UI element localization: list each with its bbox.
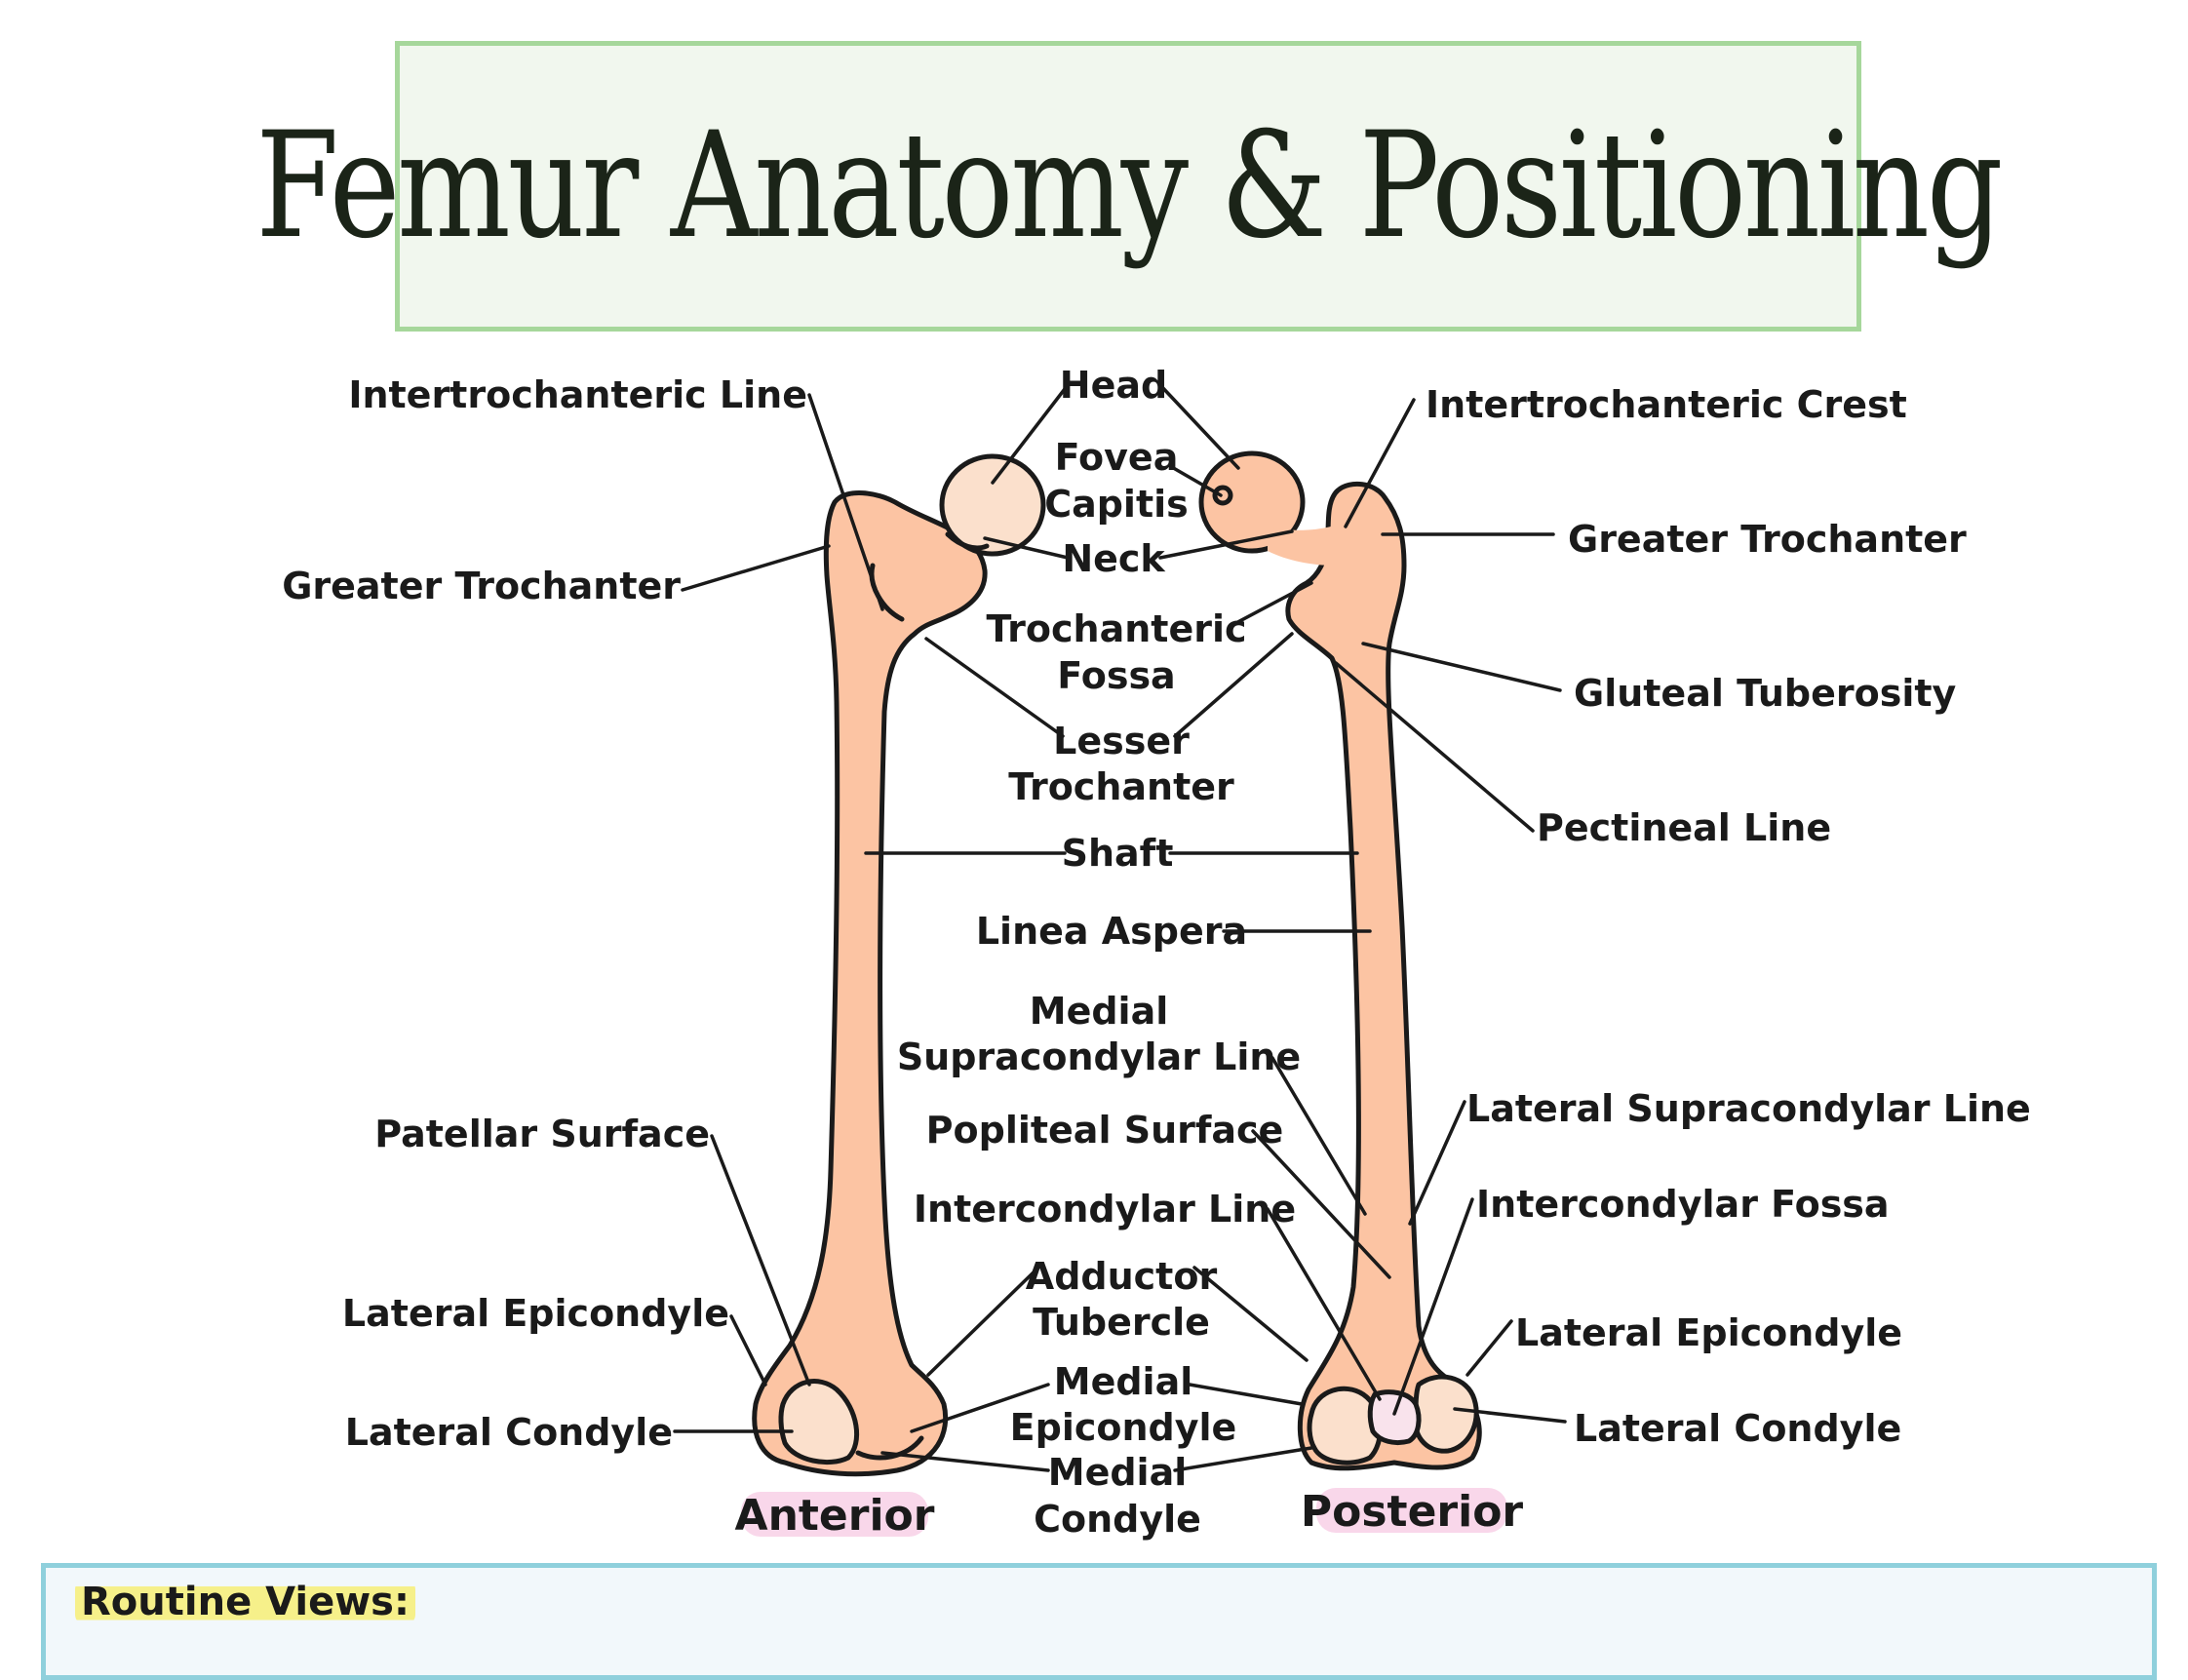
label-adductor-tubercle-1: Adductor	[1026, 1255, 1218, 1298]
label-lateral-condyle-right: Lateral Condyle	[1574, 1407, 1901, 1450]
posterior-femur	[1198, 450, 1482, 1471]
anterior-femur	[752, 453, 1046, 1477]
label-intercondylar-line: Intercondylar Line	[914, 1188, 1296, 1231]
label-lesser-trochanter-1: Lesser	[1053, 720, 1190, 762]
label-adductor-tubercle-2: Tubercle	[1033, 1301, 1210, 1344]
posterior-condyle-left	[1307, 1386, 1383, 1465]
label-head: Head	[1060, 364, 1167, 407]
label-intertrochanteric-line: Intertrochanteric Line	[348, 373, 807, 416]
label-intercondylar-fossa: Intercondylar Fossa	[1476, 1183, 1890, 1226]
label-neck: Neck	[1062, 537, 1165, 580]
label-greater-trochanter-right: Greater Trochanter	[1568, 518, 1967, 561]
view-captions: Anterior Posterior	[735, 1487, 1524, 1541]
label-medial-supracondylar-1: Medial	[1030, 990, 1168, 1033]
leader-lines	[673, 383, 1567, 1472]
label-lateral-epicondyle-right: Lateral Epicondyle	[1515, 1311, 1902, 1354]
label-medial-supracondylar-2: Supracondylar Line	[897, 1035, 1301, 1078]
femur-diagram: Intertrochanteric Line Greater Trochante…	[282, 364, 2031, 1541]
label-medial-condyle-2: Condyle	[1034, 1498, 1201, 1541]
label-lesser-trochanter-2: Trochanter	[1008, 765, 1234, 808]
label-patellar-surface: Patellar Surface	[374, 1113, 710, 1155]
intercondylar-fossa-shape	[1367, 1389, 1422, 1446]
label-medial-condyle-1: Medial	[1048, 1451, 1187, 1494]
anterior-femur-body	[752, 490, 988, 1477]
label-trochanteric-fossa-2: Fossa	[1057, 654, 1175, 697]
label-medial-epicondyle-2: Epicondyle	[1010, 1406, 1237, 1449]
label-lateral-supracondylar: Lateral Supracondylar Line	[1466, 1087, 2031, 1130]
anterior-highlight	[741, 1492, 928, 1537]
posterior-condyle-right	[1413, 1374, 1479, 1454]
label-lateral-condyle-left: Lateral Condyle	[345, 1411, 673, 1454]
posterior-highlight	[1316, 1488, 1507, 1533]
label-trochanteric-fossa-1: Trochanteric	[986, 607, 1246, 650]
routine-views-panel: Routine Views:	[41, 1563, 2157, 1680]
anterior-femur-head	[939, 453, 1046, 557]
label-medial-epicondyle-1: Medial	[1054, 1360, 1192, 1403]
label-greater-trochanter-left: Greater Trochanter	[282, 565, 681, 607]
posterior-neck-fill	[1268, 527, 1336, 566]
label-anterior: Anterior	[735, 1491, 935, 1541]
anatomy-labels: Intertrochanteric Line Greater Trochante…	[282, 364, 2031, 1541]
title-banner: Femur Anatomy & Positioning	[256, 41, 2004, 332]
label-gluteal-tuberosity: Gluteal Tuberosity	[1574, 672, 1957, 715]
page-title: Femur Anatomy & Positioning	[255, 101, 2004, 271]
posterior-femur-head	[1198, 450, 1306, 554]
anterior-medial-condyle-shape	[855, 1435, 924, 1461]
routine-views-title: Routine Views:	[75, 1580, 415, 1624]
posterior-femur-body	[1285, 481, 1482, 1471]
label-intertrochanteric-crest: Intertrochanteric Crest	[1426, 383, 1907, 426]
label-lateral-epicondyle-left: Lateral Epicondyle	[342, 1292, 729, 1335]
fovea-capitis-mark	[1212, 485, 1233, 506]
anterior-lateral-condyle-shape	[778, 1379, 860, 1465]
label-pectineal-line: Pectineal Line	[1537, 806, 1831, 849]
label-fovea-2: Capitis	[1044, 483, 1189, 526]
label-popliteal-surface: Popliteal Surface	[926, 1109, 1284, 1152]
label-shaft: Shaft	[1062, 832, 1174, 875]
label-fovea-1: Fovea	[1055, 436, 1179, 479]
label-linea-aspera: Linea Aspera	[976, 910, 1247, 953]
anterior-neck-edge	[945, 531, 990, 551]
label-posterior: Posterior	[1301, 1487, 1524, 1537]
